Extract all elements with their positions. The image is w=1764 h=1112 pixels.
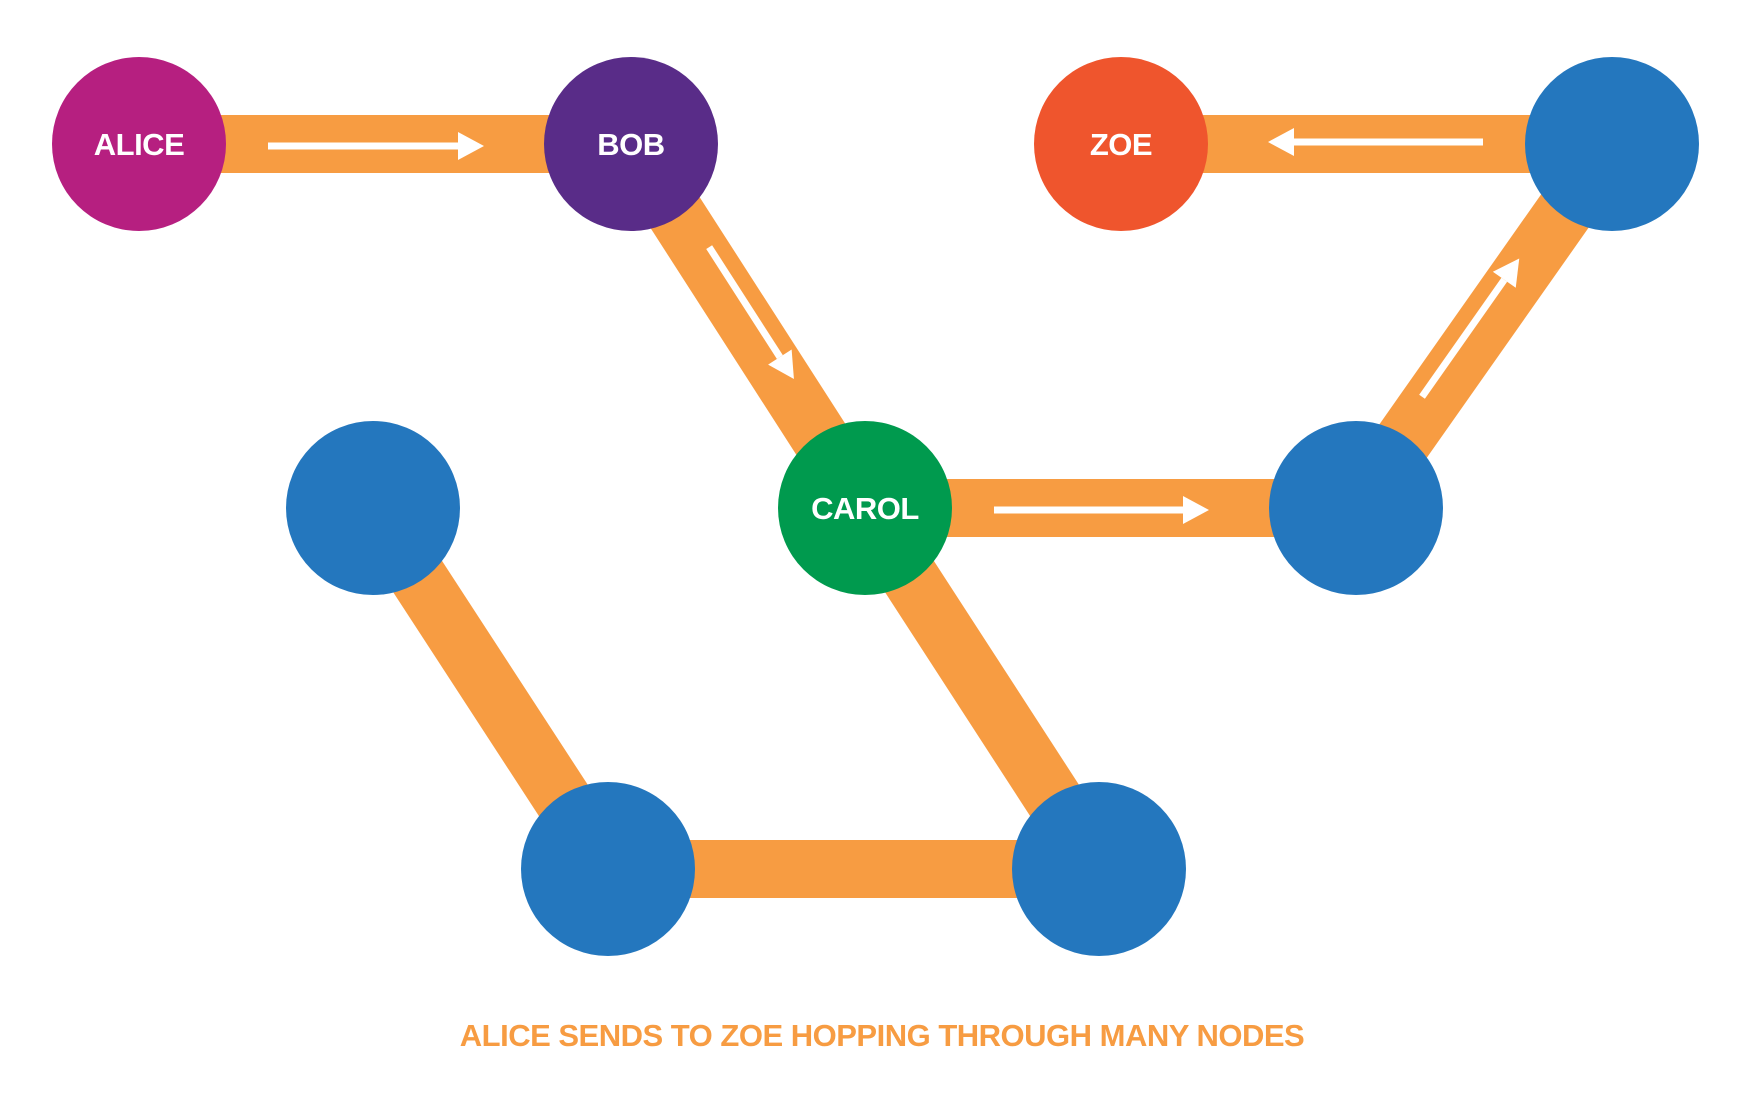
node-circle <box>1034 57 1208 231</box>
node-label: BOB <box>597 127 664 162</box>
arrow-icon <box>994 496 1209 524</box>
node-alice: ALICE <box>52 57 226 231</box>
diagram-caption: ALICE SENDS TO ZOE HOPPING THROUGH MANY … <box>460 1018 1304 1053</box>
node-circle <box>1269 421 1443 595</box>
node-circle <box>1012 782 1186 956</box>
node-hop-mid-right <box>1269 421 1443 595</box>
node-circle <box>521 782 695 956</box>
arrow-icon <box>1419 258 1520 399</box>
node-circle <box>286 421 460 595</box>
node-circle <box>778 421 952 595</box>
node-bob: BOB <box>544 57 718 231</box>
node-hop-bottom-right <box>1012 782 1186 956</box>
node-circle <box>1525 57 1699 231</box>
arrows-layer <box>268 128 1520 524</box>
node-hop-top-right <box>1525 57 1699 231</box>
node-circle <box>52 57 226 231</box>
nodes-layer: ALICE BOB ZOE CAROL <box>52 57 1699 956</box>
node-label: CAROL <box>811 491 919 526</box>
node-circle <box>544 57 718 231</box>
node-hop-bottom-left <box>521 782 695 956</box>
arrow-icon <box>268 132 484 160</box>
node-label: ALICE <box>94 127 185 162</box>
arrow-icon <box>706 245 794 379</box>
node-hop-mid-left <box>286 421 460 595</box>
node-label: ZOE <box>1090 127 1152 162</box>
node-zoe: ZOE <box>1034 57 1208 231</box>
arrow-icon <box>1268 128 1483 156</box>
node-carol: CAROL <box>778 421 952 595</box>
